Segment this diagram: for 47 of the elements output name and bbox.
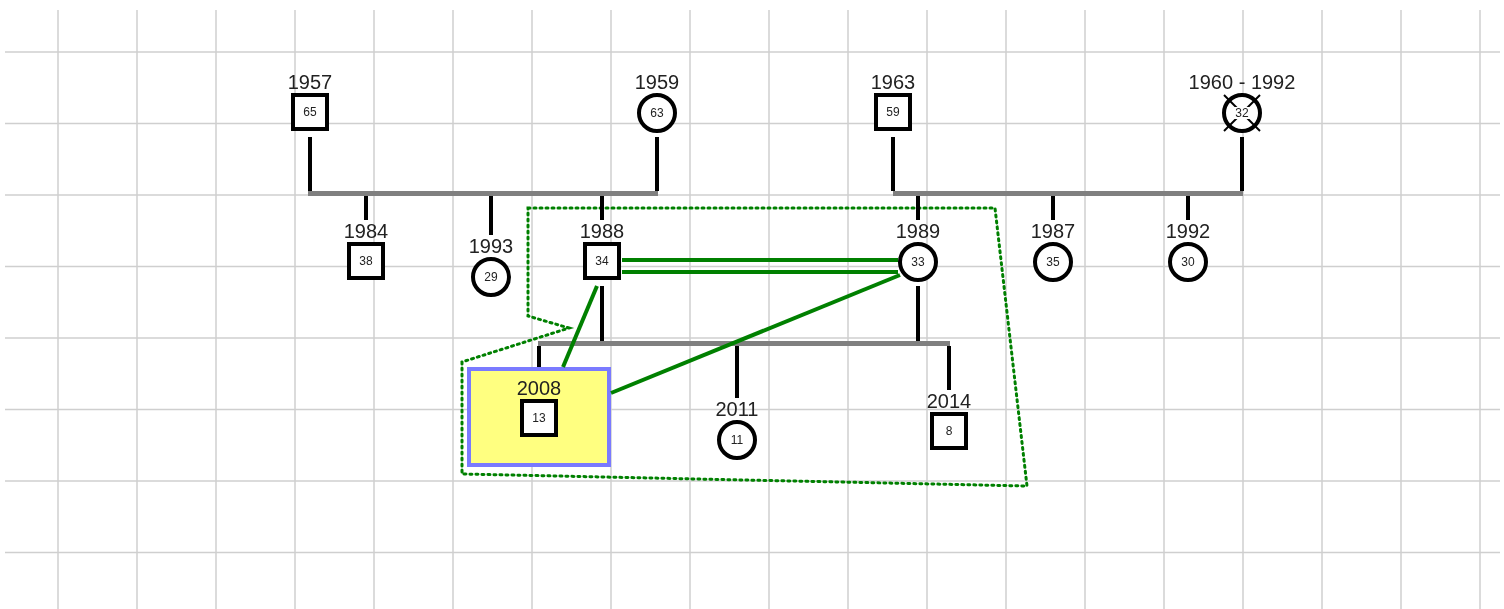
family-line — [600, 196, 604, 220]
family-line — [1186, 196, 1190, 220]
family-line — [655, 137, 659, 191]
female-symbol: 33 — [898, 242, 938, 282]
family-line — [947, 346, 951, 390]
birth-year: 1992 — [1165, 220, 1211, 242]
birth-year: 1989 — [895, 220, 941, 242]
birth-year: 1993 — [468, 235, 514, 257]
male-symbol: 59 — [874, 93, 912, 131]
birth-year: 1988 — [579, 220, 625, 242]
female-symbol: 35 — [1033, 242, 1073, 282]
family-line — [537, 346, 541, 367]
family-bar — [308, 191, 658, 196]
birth-year: 1957 — [287, 71, 333, 93]
family-line — [916, 196, 920, 220]
female-symbol: 30 — [1168, 242, 1208, 282]
family-bar — [538, 341, 950, 346]
relationship-line — [622, 270, 898, 274]
family-line — [1051, 196, 1055, 220]
birth-year: 1960 - 1992 — [1188, 71, 1296, 93]
male-symbol: 34 — [583, 242, 621, 280]
birth-year: 1959 — [634, 71, 680, 93]
birth-year: 2014 — [926, 390, 972, 412]
male-symbol: 13 — [520, 399, 558, 437]
family-line — [308, 137, 312, 191]
family-line — [891, 137, 895, 191]
birth-year: 2011 — [715, 398, 759, 420]
birth-year: 1963 — [870, 71, 916, 93]
family-line — [1240, 137, 1244, 191]
family-line — [600, 286, 604, 341]
family-line — [735, 346, 739, 398]
family-bar — [893, 191, 1243, 196]
male-symbol: 38 — [347, 242, 385, 280]
male-symbol: 8 — [930, 412, 968, 450]
family-line — [364, 196, 368, 220]
family-line — [916, 286, 920, 341]
family-line — [489, 196, 493, 235]
female-symbol: 11 — [717, 420, 757, 460]
highlight-box — [467, 367, 611, 467]
female-symbol: 63 — [637, 93, 677, 133]
male-symbol: 65 — [291, 93, 329, 131]
birth-year: 1984 — [343, 220, 389, 242]
relationship-line — [622, 258, 898, 262]
relationship-line — [561, 285, 599, 368]
birth-year: 1987 — [1030, 220, 1076, 242]
birth-year: 2008 — [516, 377, 562, 399]
female-symbol: 29 — [471, 257, 511, 297]
